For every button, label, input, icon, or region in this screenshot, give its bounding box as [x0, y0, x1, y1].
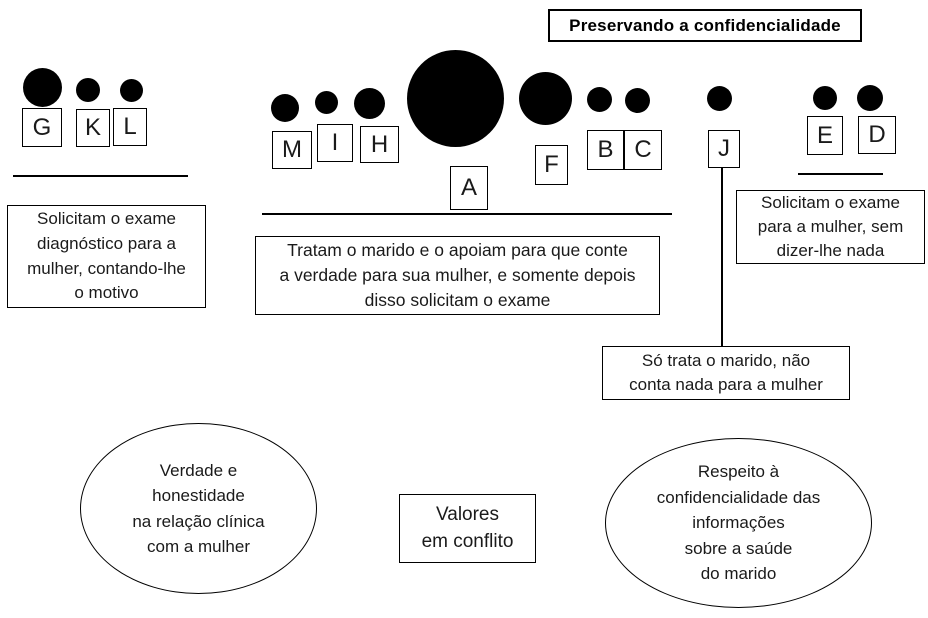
- circle-b: [586, 86, 612, 112]
- letter-box-k: K: [76, 109, 110, 147]
- letter-box-j: J: [708, 130, 740, 168]
- letter-box-b: B: [587, 130, 624, 170]
- middle-group-underline: [262, 213, 672, 215]
- circle-j: [706, 85, 732, 111]
- letter-box-f: F: [535, 145, 568, 185]
- circle-g: [22, 67, 62, 107]
- note-left-group: Solicitam o exame diagnóstico para a mul…: [7, 205, 206, 308]
- j-connector-line: [721, 168, 723, 346]
- note-middle-group: Tratam o marido e o apoiam para que cont…: [255, 236, 660, 315]
- ellipse-confidentiality: Respeito à confidencialidade das informa…: [605, 438, 872, 608]
- circle-d: [857, 85, 883, 111]
- letter-box-l: L: [113, 108, 147, 146]
- values-in-conflict-box: Valores em conflito: [399, 494, 536, 563]
- circle-k: [76, 78, 100, 102]
- right-group-underline: [798, 173, 883, 175]
- circle-c: [624, 87, 650, 113]
- circle-f: [518, 71, 572, 125]
- circle-e: [813, 86, 837, 110]
- letter-box-a: A: [450, 166, 488, 210]
- letter-box-h: H: [360, 126, 399, 163]
- letter-box-g: G: [22, 108, 62, 147]
- letter-box-e: E: [807, 116, 843, 155]
- letter-box-m: M: [272, 131, 312, 169]
- circle-m: [271, 94, 299, 122]
- diagram-title: Preservando a confidencialidade: [548, 9, 862, 42]
- note-j: Só trata o marido, não conta nada para a…: [602, 346, 850, 400]
- note-right-group: Solicitam o exame para a mulher, sem diz…: [736, 190, 925, 264]
- circle-l: [119, 78, 143, 102]
- ellipse-truth-honesty: Verdade e honestidade na relação clínica…: [80, 423, 317, 594]
- circle-a: [406, 49, 504, 147]
- letter-box-d: D: [858, 116, 896, 154]
- circle-h: [353, 87, 385, 119]
- left-group-underline: [13, 175, 188, 177]
- circle-i: [314, 90, 338, 114]
- letter-box-i: I: [317, 124, 353, 162]
- letter-box-c: C: [624, 130, 662, 170]
